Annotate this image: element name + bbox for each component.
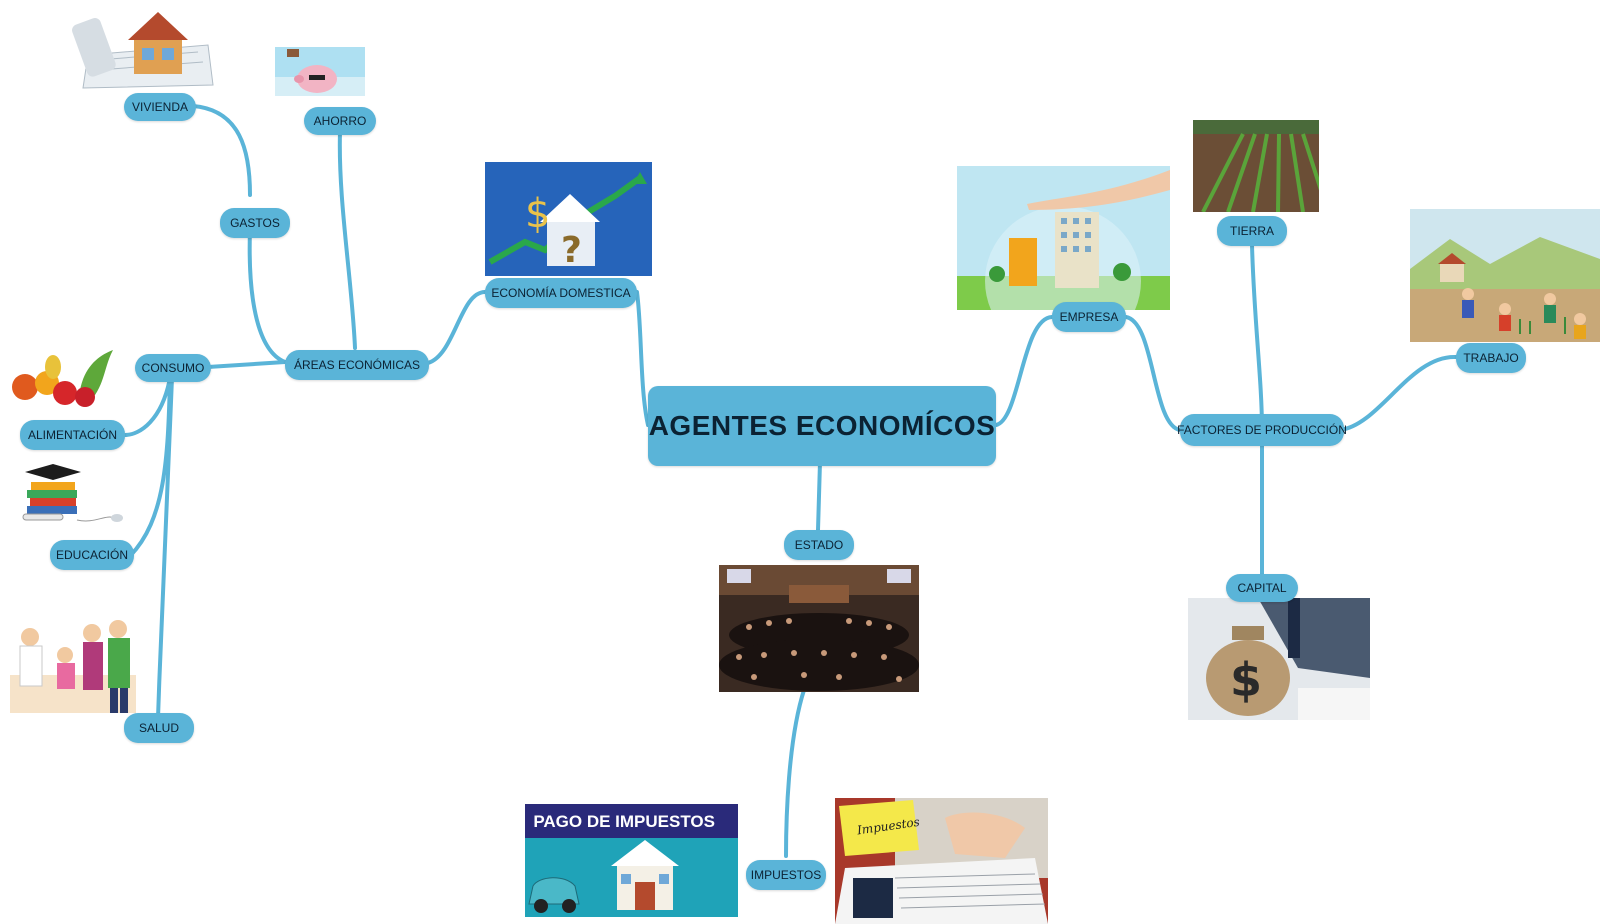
household-economy-image: $ ? (485, 162, 652, 276)
svg-text:PAGO DE IMPUESTOS: PAGO DE IMPUESTOS (533, 812, 715, 831)
node-gastos[interactable]: GASTOS (220, 208, 290, 238)
node-tierra[interactable]: TIERRA (1217, 216, 1287, 246)
house-blueprint-image (68, 0, 218, 90)
piggy-bank-image (275, 47, 365, 96)
books-graduation-image (15, 462, 125, 530)
node-empresa[interactable]: EMPRESA (1052, 302, 1126, 332)
node-educacion[interactable]: EDUCACIÓN (50, 540, 134, 570)
node-alimentacion[interactable]: ALIMENTACIÓN (20, 420, 125, 450)
family-doctor-image (10, 615, 136, 713)
fruits-vegetables-image (5, 345, 115, 413)
svg-text:?: ? (561, 230, 582, 271)
tax-paperwork-image: Impuestos (835, 798, 1048, 924)
node-areas-economicas[interactable]: ÁREAS ECONÓMICAS (285, 350, 429, 380)
svg-text:$: $ (525, 191, 550, 237)
node-economia-domestica[interactable]: ECONOMÍA DOMESTICA (485, 278, 637, 308)
tax-payment-image: PAGO DE IMPUESTOS (525, 804, 738, 917)
node-trabajo[interactable]: TRABAJO (1456, 343, 1526, 373)
node-impuestos[interactable]: IMPUESTOS (746, 860, 826, 890)
company-buildings-image (957, 166, 1170, 310)
node-vivienda[interactable]: VIVIENDA (124, 93, 196, 121)
node-capital[interactable]: CAPITAL (1226, 574, 1298, 602)
central-topic[interactable]: AGENTES ECONOMÍCOS (648, 386, 996, 466)
node-consumo[interactable]: CONSUMO (135, 354, 211, 382)
crop-field-image (1193, 120, 1319, 212)
svg-text:$: $ (1230, 653, 1262, 707)
node-salud[interactable]: SALUD (124, 713, 194, 743)
node-factores-produccion[interactable]: FACTORES DE PRODUCCIÓN (1177, 414, 1347, 446)
node-estado[interactable]: ESTADO (784, 530, 854, 560)
node-ahorro[interactable]: AHORRO (304, 107, 376, 135)
money-bag-image: $ (1188, 598, 1370, 720)
farm-work-image (1410, 209, 1600, 342)
parliament-image (719, 565, 919, 692)
